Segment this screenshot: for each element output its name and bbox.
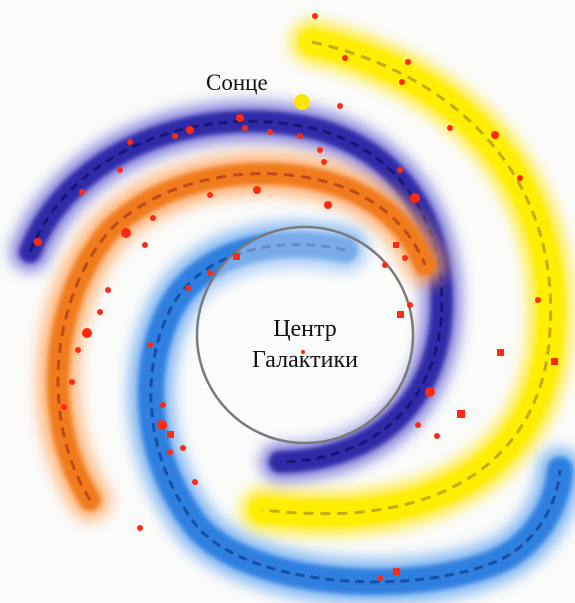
spiral-arm-yellow [240,20,573,536]
star-objects [34,13,558,581]
sun-icon [294,94,310,110]
spiral-arm-orange [37,152,446,521]
sun-label: Сонце [206,70,268,95]
galactic-center-label: Центр Галактики [205,314,405,376]
galactic-center-label-line2: Галактики [252,347,358,373]
galactic-center-label-line1: Центр [273,316,337,342]
spiral-arm-light-blue [127,221,575,603]
galactic-center-icon [195,225,415,445]
spiral-arm-dark-blue [10,101,462,482]
